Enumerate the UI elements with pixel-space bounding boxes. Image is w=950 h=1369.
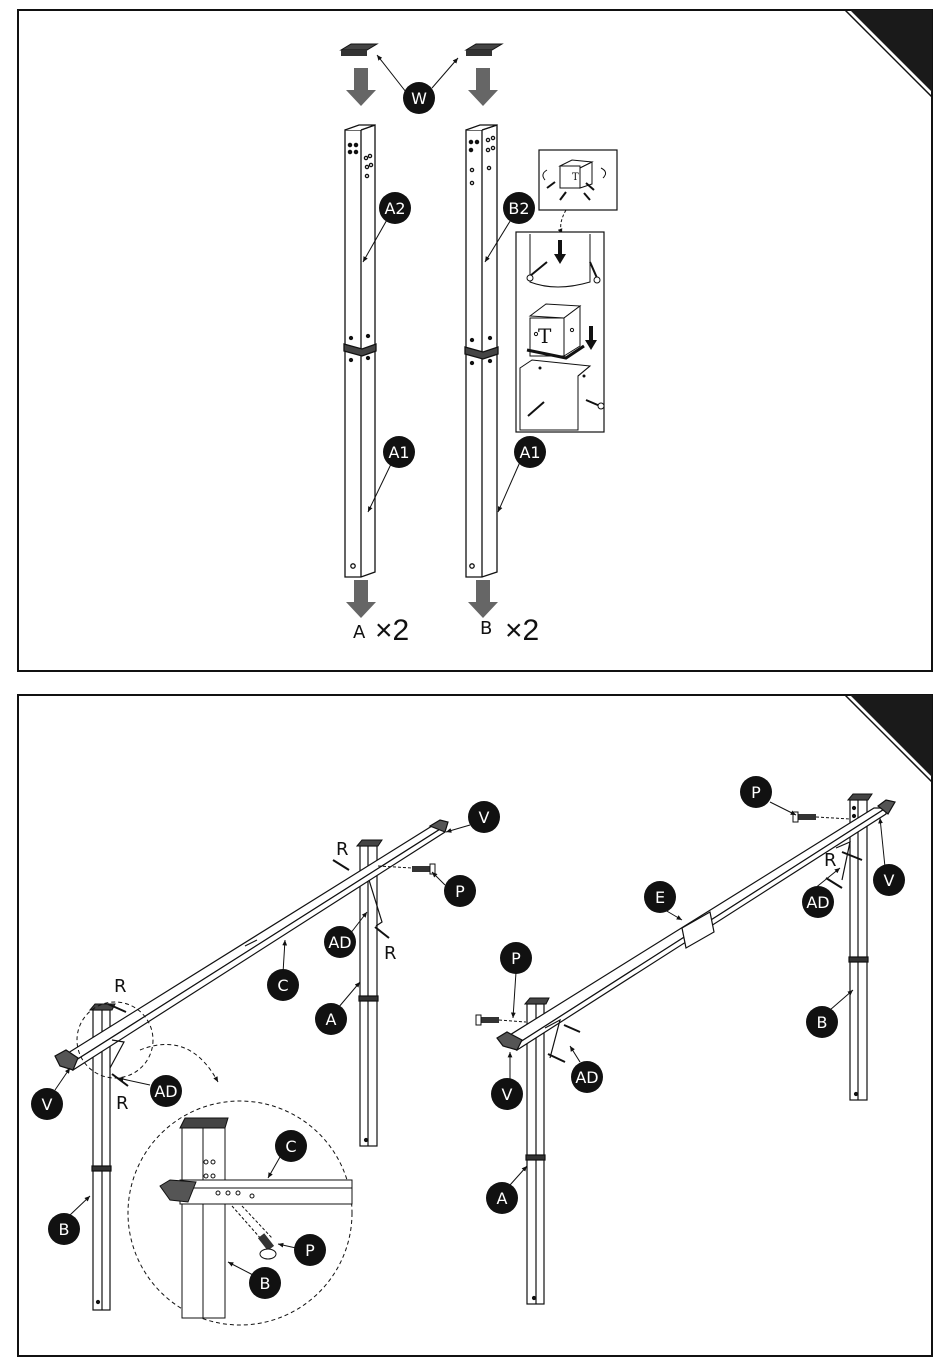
svg-text:V: V [479, 808, 490, 827]
callout-v-3: V [873, 864, 905, 896]
svg-text:A: A [326, 1010, 337, 1029]
callout-a1-right: A1 [514, 436, 546, 468]
callout-a1-left: A1 [383, 436, 415, 468]
label-r-5: R [824, 850, 837, 871]
callout-p-2: P [294, 1234, 326, 1266]
callout-p-1: P [444, 875, 476, 907]
svg-text:AD: AD [328, 933, 351, 952]
callout-v-1: V [468, 801, 500, 833]
svg-text:B: B [817, 1013, 828, 1032]
quantity-b-letter: B [480, 618, 492, 639]
callout-b-2: B [249, 1267, 281, 1299]
svg-text:C: C [277, 976, 288, 995]
svg-text:AD: AD [806, 893, 829, 912]
callout-w: W [403, 82, 435, 114]
quantity-a-letter: A [353, 622, 366, 643]
callout-a-2: A [486, 1182, 518, 1214]
label-r-2: R [384, 943, 397, 964]
callout-ad-1: AD [324, 926, 356, 958]
svg-text:P: P [305, 1241, 315, 1260]
callout-e-1: E [644, 881, 676, 913]
bolt-p-icon [793, 812, 850, 822]
svg-text:A1: A1 [519, 443, 540, 462]
quantity-a-count: ×2 [375, 614, 409, 647]
svg-text:P: P [751, 783, 761, 802]
svg-text:V: V [42, 1095, 53, 1114]
callout-c-1: C [267, 969, 299, 1001]
svg-text:AD: AD [575, 1068, 598, 1087]
cap-w-right [466, 44, 502, 50]
svg-text:W: W [411, 89, 427, 108]
detail-connector-install: T [516, 232, 604, 432]
callout-b-3: B [806, 1006, 838, 1038]
svg-text:B: B [260, 1274, 271, 1293]
svg-text:V: V [502, 1085, 513, 1104]
quantity-b-count: ×2 [505, 614, 539, 647]
svg-text:V: V [884, 871, 895, 890]
post-b-right-right-frame [849, 800, 868, 1100]
svg-text:AD: AD [154, 1082, 177, 1101]
svg-text:A: A [497, 1189, 508, 1208]
detail-letter: T [538, 324, 552, 348]
bolt-p-icon [476, 1015, 526, 1025]
svg-text:P: P [455, 882, 465, 901]
post-b [465, 125, 498, 577]
label-r-1: R [336, 839, 349, 860]
arrow-down-icon [346, 68, 376, 106]
panel-1: W A2 B2 A1 A1 A ×2 B ×2 T [18, 10, 932, 671]
panel-1-corner-tab [850, 10, 932, 92]
svg-text:B: B [59, 1220, 70, 1239]
svg-text:T: T [572, 172, 579, 183]
callout-v-2: V [31, 1088, 63, 1120]
cap-w-left [341, 44, 377, 50]
svg-text:E: E [655, 888, 665, 907]
svg-text:C: C [285, 1137, 296, 1156]
callout-ad-4: AD [571, 1061, 603, 1093]
callout-p-3: P [740, 776, 772, 808]
arrow-down-icon [468, 580, 498, 618]
post-a [344, 125, 376, 577]
panel-2-corner-tab [850, 695, 932, 777]
zoom-detail [128, 1101, 352, 1325]
svg-text:A1: A1 [388, 443, 409, 462]
callout-ad-3: AD [802, 886, 834, 918]
callout-p-4: P [500, 942, 532, 974]
post-a-right [359, 846, 378, 1146]
svg-text:P: P [511, 949, 521, 968]
beam-e [497, 800, 895, 1050]
panel-2: V R P AD R C A R V AD R B C P B P R V AD… [18, 695, 932, 1356]
svg-text:B2: B2 [508, 199, 529, 218]
callout-c-2: C [275, 1130, 307, 1162]
detail-connector-box: T [539, 150, 617, 210]
callout-ad-2: AD [150, 1075, 182, 1107]
post-a-left-right-frame [526, 1004, 545, 1304]
callout-b2: B2 [503, 192, 535, 224]
callout-v-4: V [491, 1078, 523, 1110]
callout-a2: A2 [379, 192, 411, 224]
callout-b-1: B [48, 1213, 80, 1245]
arrow-down-icon [468, 68, 498, 106]
label-r-4: R [116, 1093, 129, 1114]
arrow-down-icon [346, 580, 376, 618]
callout-a-1: A [315, 1003, 347, 1035]
svg-text:A2: A2 [384, 199, 405, 218]
label-r-3: R [114, 976, 127, 997]
